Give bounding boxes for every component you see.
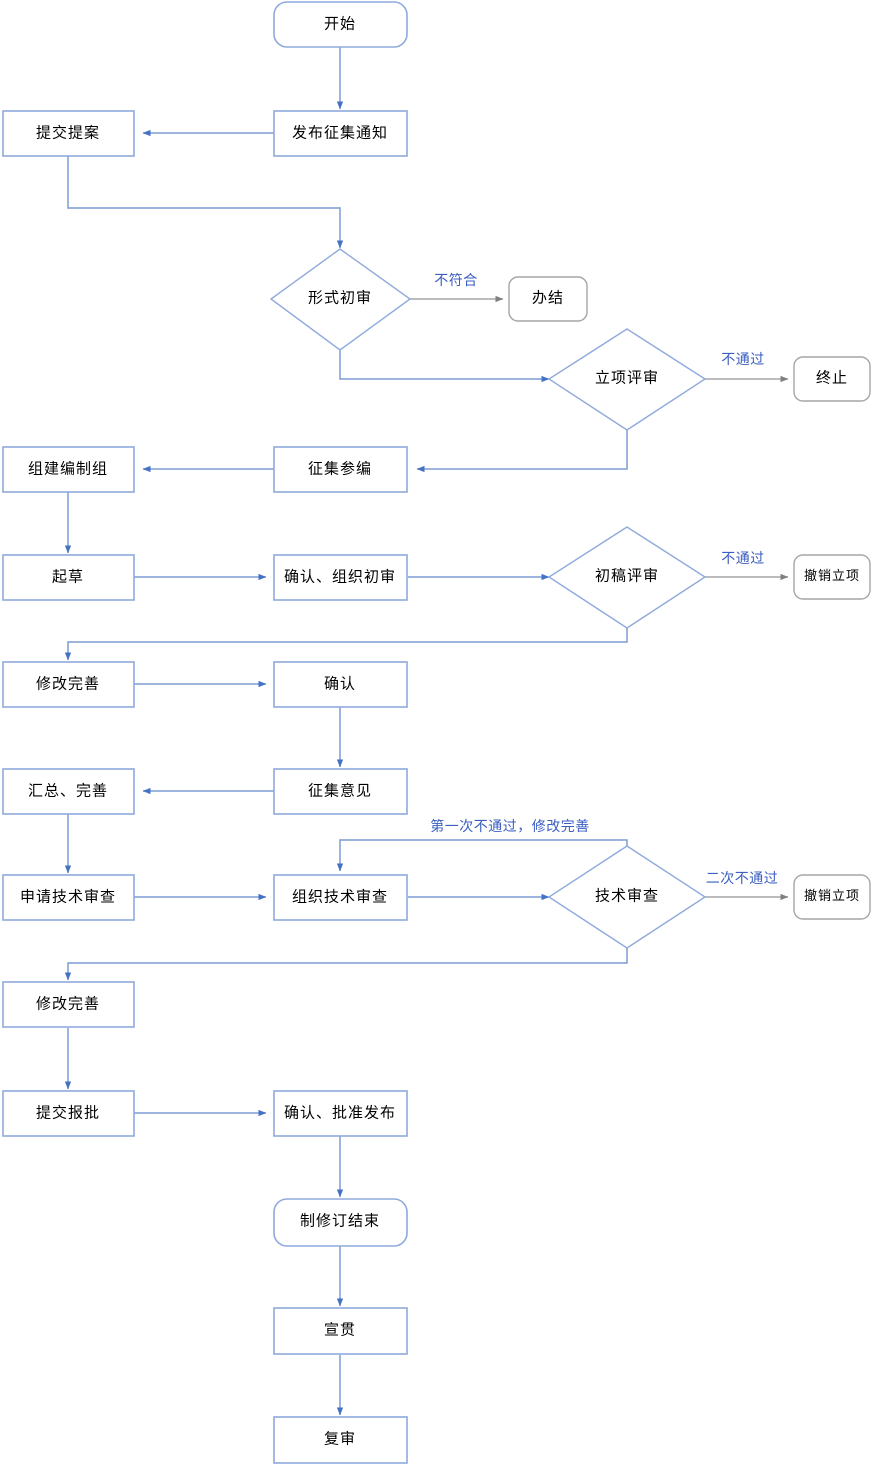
node-confirm1-label: 确认 bbox=[324, 675, 356, 692]
node-revise1-label: 修改完善 bbox=[36, 675, 100, 692]
node-notice-label: 发布征集通知 bbox=[292, 124, 388, 141]
edge-labels-layer: 不符合 不通过 不通过 第一次不通过，修改完善 二次不通过 bbox=[430, 273, 778, 887]
edge-label-butongguo-1: 不通过 bbox=[721, 352, 765, 368]
node-summarize-label: 汇总、完善 bbox=[28, 782, 108, 799]
node-confirm-org[interactable]: 确认、组织初审 bbox=[273, 554, 408, 601]
node-org-tech[interactable]: 组织技术审查 bbox=[273, 874, 408, 921]
node-confirm-org-label: 确认、组织初审 bbox=[284, 568, 396, 585]
node-project-review[interactable]: 立项评审 bbox=[547, 328, 707, 431]
node-re-review-label: 复审 bbox=[324, 1429, 356, 1447]
node-end-revise-label: 制修订结束 bbox=[300, 1212, 380, 1229]
node-draft-label: 起草 bbox=[52, 568, 84, 585]
edge-label-butongguo-2: 不通过 bbox=[721, 551, 765, 567]
node-approve-pub-label: 确认、批准发布 bbox=[284, 1104, 396, 1121]
node-cancel2[interactable]: 撤销立项 bbox=[793, 874, 871, 920]
node-apply-tech-label: 申请技术审查 bbox=[20, 888, 116, 905]
node-promote-label: 宣贯 bbox=[324, 1321, 356, 1338]
edges-layer bbox=[64, 47, 789, 1416]
node-draft-review[interactable]: 初稿评审 bbox=[547, 526, 707, 629]
node-terminate[interactable]: 终止 bbox=[793, 356, 871, 402]
edge-draft-review-to-revise1 bbox=[64, 628, 628, 661]
node-submit-appr-label: 提交报批 bbox=[36, 1103, 100, 1121]
node-org-tech-label: 组织技术审查 bbox=[292, 888, 388, 905]
node-collect-op-label: 征集意见 bbox=[308, 781, 372, 799]
node-revise1[interactable]: 修改完善 bbox=[2, 661, 135, 708]
node-terminate-label: 终止 bbox=[816, 369, 848, 386]
edge-submit-to-form-review bbox=[67, 156, 344, 249]
node-re-review[interactable]: 复审 bbox=[273, 1416, 408, 1464]
node-revise2-label: 修改完善 bbox=[36, 995, 100, 1012]
node-form-team[interactable]: 组建编制组 bbox=[2, 446, 135, 493]
node-draft[interactable]: 起草 bbox=[2, 554, 135, 601]
edge-label-second-fail: 二次不通过 bbox=[706, 871, 779, 887]
edge-label-bufuhe: 不符合 bbox=[434, 273, 478, 289]
node-revise2[interactable]: 修改完善 bbox=[2, 981, 135, 1028]
node-summarize[interactable]: 汇总、完善 bbox=[2, 768, 135, 815]
node-confirm1[interactable]: 确认 bbox=[273, 661, 408, 708]
node-start[interactable]: 开始 bbox=[273, 1, 408, 48]
node-start-label: 开始 bbox=[324, 15, 356, 32]
edge-tech-review-first-fail-loop bbox=[336, 839, 628, 872]
node-submit-label: 提交提案 bbox=[36, 123, 100, 141]
edge-project-review-to-recruit bbox=[416, 430, 628, 473]
node-apply-tech[interactable]: 申请技术审查 bbox=[2, 874, 135, 921]
node-promote[interactable]: 宣贯 bbox=[273, 1307, 408, 1355]
node-notice[interactable]: 发布征集通知 bbox=[273, 110, 408, 157]
edge-label-first-fail: 第一次不通过，修改完善 bbox=[430, 818, 590, 835]
edge-form-review-to-project-review bbox=[339, 350, 550, 383]
node-end-revise[interactable]: 制修订结束 bbox=[273, 1198, 408, 1247]
node-submit-appr[interactable]: 提交报批 bbox=[2, 1090, 135, 1137]
edge-tech-review-to-revise2 bbox=[64, 948, 628, 981]
node-closed-label: 办结 bbox=[532, 289, 564, 306]
node-tech-review[interactable]: 技术审查 bbox=[547, 845, 707, 949]
node-project-review-label: 立项评审 bbox=[595, 369, 659, 386]
node-submit[interactable]: 提交提案 bbox=[2, 110, 135, 157]
node-collect-op[interactable]: 征集意见 bbox=[273, 768, 408, 815]
node-closed[interactable]: 办结 bbox=[508, 276, 588, 322]
node-form-team-label: 组建编制组 bbox=[28, 460, 108, 477]
node-tech-review-label: 技术审查 bbox=[595, 887, 659, 904]
node-cancel1-label: 撤销立项 bbox=[804, 568, 860, 583]
node-form-review-label: 形式初审 bbox=[308, 289, 372, 306]
node-cancel1[interactable]: 撤销立项 bbox=[793, 554, 871, 600]
node-approve-pub[interactable]: 确认、批准发布 bbox=[273, 1090, 408, 1137]
node-recruit-label: 征集参编 bbox=[308, 460, 372, 477]
node-draft-review-label: 初稿评审 bbox=[595, 567, 659, 584]
node-cancel2-label: 撤销立项 bbox=[804, 888, 860, 903]
node-recruit[interactable]: 征集参编 bbox=[273, 446, 408, 493]
node-form-review[interactable]: 形式初审 bbox=[269, 248, 412, 351]
